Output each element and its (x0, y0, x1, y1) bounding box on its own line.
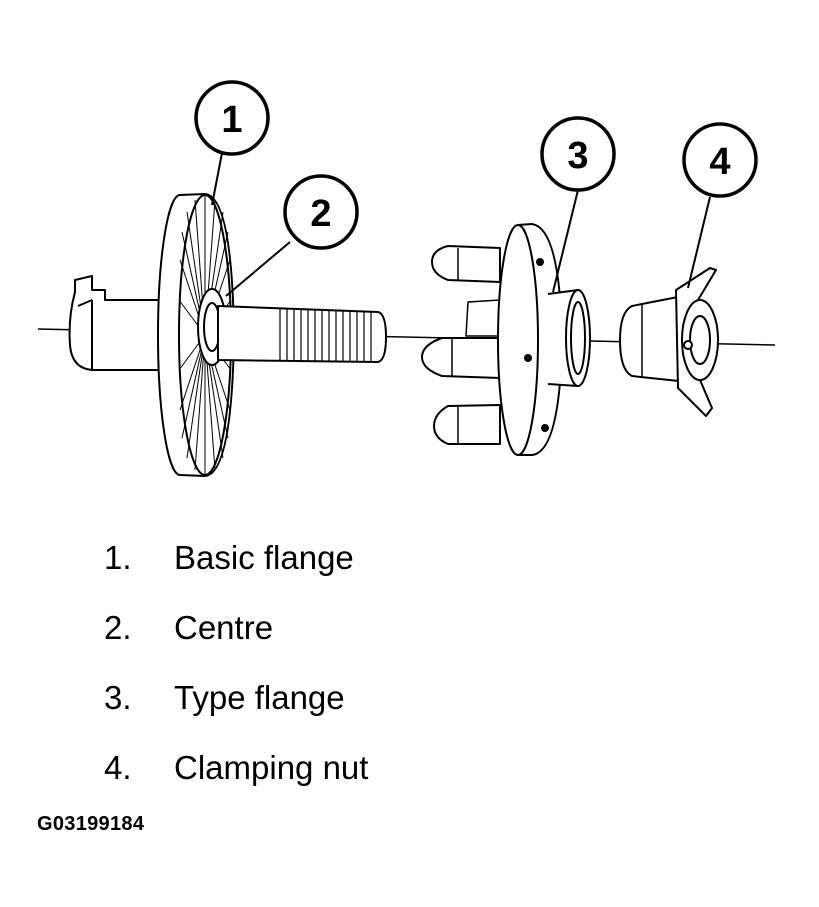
leader-2 (225, 241, 291, 297)
callout-4: 4 (682, 122, 758, 198)
legend-item-label: Basic flange (174, 539, 354, 576)
legend-item-label: Centre (174, 609, 274, 646)
leader-4 (687, 196, 711, 289)
callout-2-number: 2 (310, 193, 331, 235)
leader-lines (211, 152, 711, 297)
legend-item-label: Type flange (174, 679, 345, 716)
legend-item: 2. Centre (104, 604, 368, 674)
callout-3: 3 (540, 116, 616, 192)
callout-1-number: 1 (221, 99, 242, 141)
callout-2: 2 (283, 174, 359, 250)
legend-item-label: Clamping nut (174, 749, 369, 786)
callout-4-number: 4 (709, 141, 730, 183)
callout-3-number: 3 (567, 135, 588, 177)
exploded-assembly-diagram: 1 2 3 4 (37, 80, 776, 477)
legend-item-number: 1. (104, 539, 132, 576)
legend-item-number: 4. (104, 749, 132, 786)
legend-item-number: 3. (104, 679, 132, 716)
figure-id: G03199184 (37, 813, 145, 835)
type-flange (421, 223, 591, 456)
leader-3 (552, 189, 579, 293)
parts-legend: 1. Basic flange 2. Centre 3. Type flange… (104, 534, 368, 814)
legend-item: 4. Clamping nut (104, 744, 368, 814)
leader-1 (211, 152, 223, 206)
legend-item: 1. Basic flange (104, 534, 368, 604)
legend-item-number: 2. (104, 609, 132, 646)
basic-flange-assembly (68, 193, 387, 477)
callout-1: 1 (194, 80, 270, 156)
legend-item: 3. Type flange (104, 674, 368, 744)
clamping-nut (619, 267, 719, 417)
